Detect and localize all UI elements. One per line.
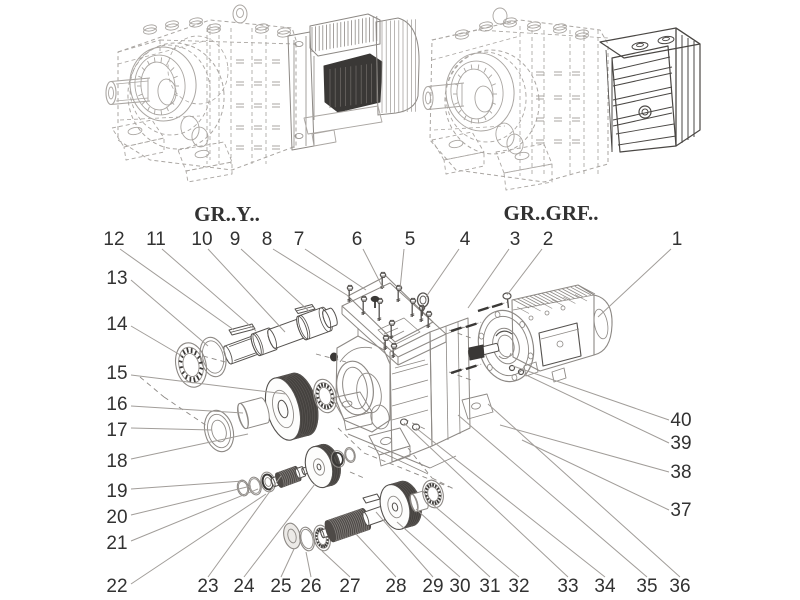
svg-text:8: 8: [262, 229, 273, 250]
svg-text:36: 36: [669, 576, 690, 597]
svg-text:7: 7: [294, 229, 305, 250]
svg-text:10: 10: [191, 229, 212, 250]
svg-text:20: 20: [106, 507, 127, 528]
svg-text:21: 21: [106, 533, 127, 554]
svg-text:15: 15: [106, 363, 127, 384]
svg-text:2: 2: [543, 229, 554, 250]
svg-text:23: 23: [197, 576, 218, 597]
svg-text:3: 3: [510, 229, 521, 250]
svg-text:6: 6: [352, 229, 363, 250]
svg-text:31: 31: [479, 576, 500, 597]
svg-text:12: 12: [103, 229, 124, 250]
svg-text:34: 34: [594, 576, 616, 597]
svg-text:39: 39: [670, 433, 691, 454]
svg-text:13: 13: [106, 268, 127, 289]
svg-text:29: 29: [422, 576, 443, 597]
svg-text:11: 11: [146, 229, 166, 250]
svg-text:25: 25: [270, 576, 291, 597]
svg-text:28: 28: [385, 576, 406, 597]
svg-text:26: 26: [300, 576, 321, 597]
svg-text:5: 5: [405, 229, 416, 250]
svg-text:4: 4: [460, 229, 471, 250]
svg-text:18: 18: [106, 451, 127, 472]
svg-text:30: 30: [449, 576, 470, 597]
svg-text:9: 9: [230, 229, 241, 250]
svg-text:38: 38: [670, 462, 691, 483]
svg-text:32: 32: [508, 576, 529, 597]
svg-text:35: 35: [636, 576, 657, 597]
svg-text:17: 17: [106, 420, 127, 441]
svg-text:27: 27: [339, 576, 360, 597]
svg-text:1: 1: [672, 229, 683, 250]
svg-text:24: 24: [233, 576, 255, 597]
svg-text:GR..Y..: GR..Y..: [194, 202, 260, 226]
svg-text:19: 19: [106, 481, 127, 502]
svg-text:GR..GRF..: GR..GRF..: [504, 201, 599, 225]
svg-text:33: 33: [557, 576, 578, 597]
svg-text:14: 14: [106, 314, 128, 335]
svg-text:22: 22: [106, 576, 127, 597]
svg-text:37: 37: [670, 500, 691, 521]
svg-text:16: 16: [106, 394, 127, 415]
svg-text:40: 40: [670, 410, 691, 431]
